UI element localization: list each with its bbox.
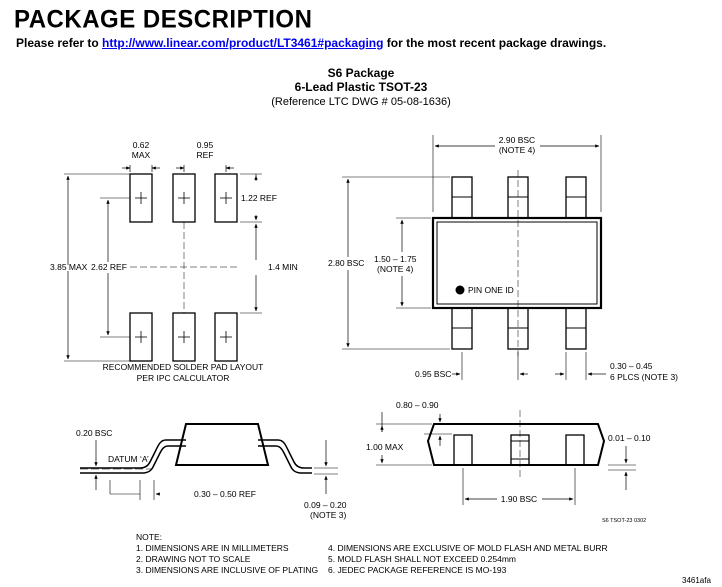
dim-pad-width: 0.62 <box>133 140 150 150</box>
pin-one-label: PIN ONE ID <box>468 285 514 295</box>
package-side-body <box>174 423 270 466</box>
solder-pad-layout <box>64 165 262 362</box>
dim-body-width-note: (NOTE 4) <box>377 264 414 274</box>
note-4: 4. DIMENSIONS ARE EXCLUSIVE OF MOLD FLAS… <box>328 543 608 553</box>
end-lead <box>453 434 473 466</box>
dim-foot-length: 0.30 – 0.50 REF <box>194 489 256 499</box>
package-name: S6 Package <box>327 66 395 80</box>
side-view-left <box>80 423 338 500</box>
package-description: 6-Lead Plastic TSOT-23 <box>294 80 428 94</box>
dim-2-80-bsc: 2.80 BSC <box>328 258 364 268</box>
note-3: 3. DIMENSIONS ARE INCLUSIVE OF PLATING <box>136 565 318 575</box>
dim-overall-height: 3.85 MAX <box>50 262 88 272</box>
ref-suffix: for the most recent package drawings. <box>383 36 607 50</box>
package-body-inner <box>436 221 598 305</box>
dim-2-62-ref: 2.62 REF <box>91 262 127 272</box>
end-lead <box>565 434 585 466</box>
dim-pad-width-sub: MAX <box>132 150 151 160</box>
note-6: 6. JEDEC PACKAGE REFERENCE IS MO-193 <box>328 565 507 575</box>
dim-pitch-sub: REF <box>197 150 214 160</box>
ref-prefix: Please refer to <box>16 36 103 50</box>
notes-title: NOTE: <box>136 532 162 542</box>
top-view <box>342 135 606 380</box>
dim-top-width: 2.90 BSC <box>499 135 535 145</box>
note-2: 2. DRAWING NOT TO SCALE <box>136 554 251 564</box>
page-title: PACKAGE DESCRIPTION <box>14 5 313 34</box>
package-body <box>431 216 603 310</box>
dim-lead-width: 0.30 – 0.45 <box>610 361 653 371</box>
side-view-left-labels: 0.20 BSC DATUM ‘A’ 0.30 – 0.50 REF 0.09 … <box>76 428 347 520</box>
pin-one-dot <box>455 285 465 295</box>
dim-1-90-bsc: 1.90 BSC <box>501 494 537 504</box>
dim-standoff: 0.80 – 0.90 <box>396 400 439 410</box>
package-end-body <box>426 423 606 466</box>
layout-caption-line1: RECOMMENDED SOLDER PAD LAYOUT <box>103 362 264 372</box>
dim-0-20-bsc: 0.20 BSC <box>76 428 112 438</box>
reference-line: Please refer to http://www.linear.com/pr… <box>16 36 606 50</box>
drawing-id: S6 TSOT-23 0302 <box>602 518 646 524</box>
solder-pad <box>214 312 238 362</box>
left-lead <box>80 439 186 469</box>
dim-clearance: 0.01 – 0.10 <box>608 433 651 443</box>
dim-pitch: 0.95 <box>197 140 214 150</box>
dim-top-width-note: (NOTE 4) <box>499 145 536 155</box>
dim-body-width: 1.50 – 1.75 <box>374 254 417 264</box>
solder-pad <box>214 173 238 223</box>
side-view-right <box>376 410 636 505</box>
side-view-right-labels: 0.80 – 0.90 1.00 MAX 0.01 – 0.10 1.90 BS… <box>366 400 651 524</box>
dim-1-4-min: 1.4 MIN <box>268 262 298 272</box>
dim-lead-thickness-note: (NOTE 3) <box>310 510 347 520</box>
package-title-block: S6 Package 6-Lead Plastic TSOT-23 (Refer… <box>0 66 722 109</box>
dim-pad-length: 1.22 REF <box>241 193 277 203</box>
note-1: 1. DIMENSIONS ARE IN MILLIMETERS <box>136 543 289 553</box>
notes: NOTE: 1. DIMENSIONS ARE IN MILLIMETERS 2… <box>136 532 711 585</box>
datum-a-label: DATUM ‘A’ <box>108 454 149 464</box>
dim-lead-width-note: 6 PLCS (NOTE 3) <box>610 372 678 382</box>
top-view-labels: 2.90 BSC (NOTE 4) 2.80 BSC 1.50 – 1.75 (… <box>328 135 678 382</box>
packaging-link[interactable]: http://www.linear.com/product/LT3461#pac… <box>102 36 384 50</box>
right-lead <box>258 439 312 469</box>
layout-caption-line2: PER IPC CALCULATOR <box>137 373 230 383</box>
dim-max-height: 1.00 MAX <box>366 442 404 452</box>
dim-0-95-bsc: 0.95 BSC <box>415 369 451 379</box>
dim-lead-thickness: 0.09 – 0.20 <box>304 500 347 510</box>
solder-pad-labels: 0.62 MAX 0.95 REF 1.22 REF 3.85 MAX 2.62… <box>50 140 298 383</box>
note-5: 5. MOLD FLASH SHALL NOT EXCEED 0.254mm <box>328 554 516 564</box>
footer-code: 3461afa <box>682 576 711 585</box>
package-reference: (Reference LTC DWG # 05-08-1636) <box>271 96 451 108</box>
